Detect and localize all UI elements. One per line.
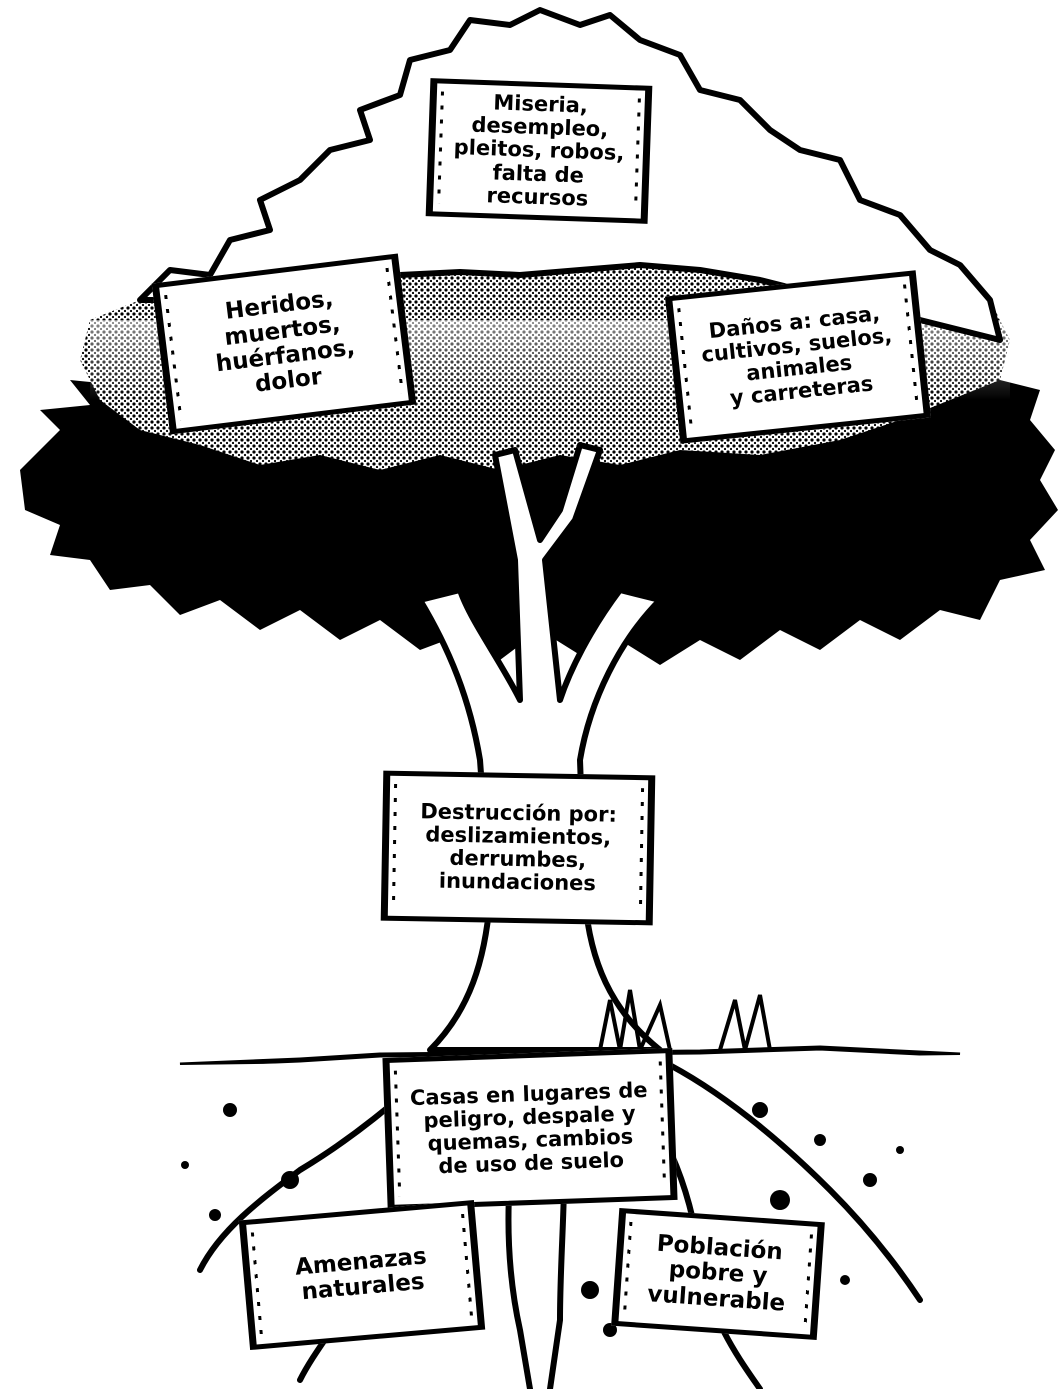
sign-consequences-damage: Daños a: casa, cultivos, suelos, animale… bbox=[664, 270, 932, 444]
soil-specks bbox=[181, 1102, 904, 1337]
sign-causes: Casas en lugares de peligro, despale y q… bbox=[382, 1047, 678, 1211]
sign-consequences-social: Miseria, desempleo, pleitos, robos, falt… bbox=[425, 78, 653, 224]
sign-vulnerable-population: Población pobre y vulnerable bbox=[611, 1207, 825, 1341]
sign-natural-threats: Amenazas naturales bbox=[238, 1199, 486, 1351]
sign-destruction: Destrucción por: deslizamientos, derrumb… bbox=[380, 770, 656, 926]
grass bbox=[598, 989, 772, 1057]
sign-consequences-human: Heridos, muertos, huérfanos, dolor bbox=[151, 253, 417, 435]
